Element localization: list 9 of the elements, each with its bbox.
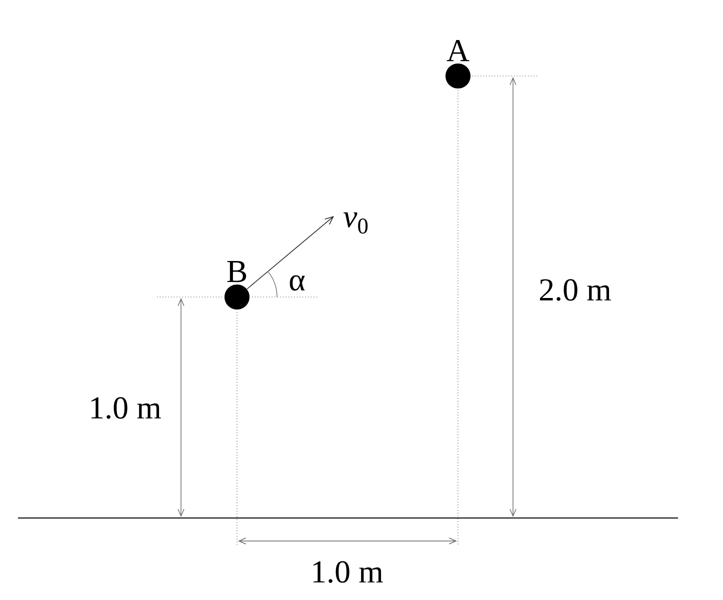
dimension-label: 2.0 m [540,279,611,301]
dimension-label: 1.0 m [91,397,161,419]
velocity-label: v$_{0}$ [344,212,368,234]
node-label: A [446,40,470,62]
dimension-label: 1.0 m [313,561,383,583]
node-label: B [227,261,246,282]
ball: A [446,40,470,88]
ball: B [224,261,250,310]
angle-label: α [290,275,305,291]
